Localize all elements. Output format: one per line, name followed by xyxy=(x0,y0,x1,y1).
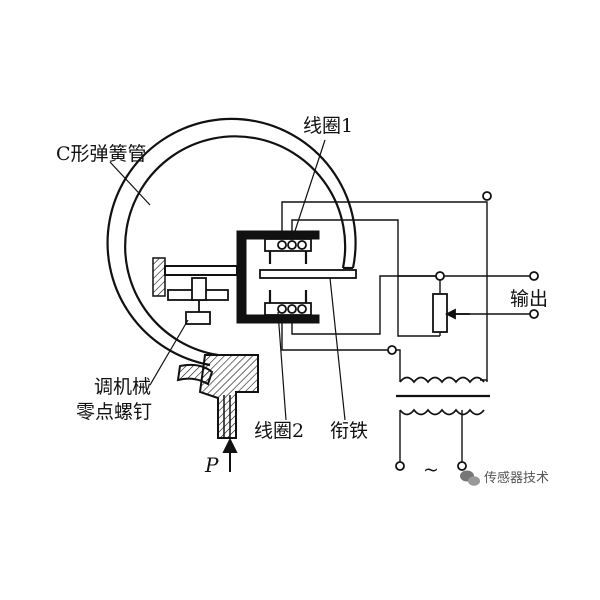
potentiometer xyxy=(432,293,470,333)
armature-blade xyxy=(259,269,357,279)
pressure-arrow xyxy=(222,437,238,472)
pressure-label: P xyxy=(204,453,219,477)
wall-mount xyxy=(152,257,166,297)
zero-screw-label-line2: 零点螺钉 xyxy=(76,401,152,423)
c-tube-label: C形弹簧管 xyxy=(56,143,147,165)
zero-adjustment-screw xyxy=(167,277,229,325)
pressure-inlet-connector xyxy=(176,354,259,439)
watermark: 传感器技术 xyxy=(460,470,549,486)
wiring xyxy=(281,201,530,466)
wechat-icon xyxy=(460,470,480,486)
leader-lines xyxy=(109,139,346,421)
output-label: 输出 xyxy=(510,288,548,310)
armature-label: 衔铁 xyxy=(330,420,368,442)
coil-1 xyxy=(264,238,312,264)
c-shaped-spring-tube xyxy=(106,117,357,367)
watermark-text: 传感器技术 xyxy=(484,470,549,486)
coil-2 xyxy=(264,290,312,316)
terminals xyxy=(387,191,539,471)
ac-source-label: ~ xyxy=(423,459,439,481)
transformer xyxy=(396,376,490,416)
coil-1-label: 线圈1 xyxy=(303,115,353,137)
zero-screw-label-line1: 调机械 xyxy=(94,376,151,398)
armature-rod xyxy=(164,265,238,276)
coil-2-label: 线圈2 xyxy=(254,420,304,442)
